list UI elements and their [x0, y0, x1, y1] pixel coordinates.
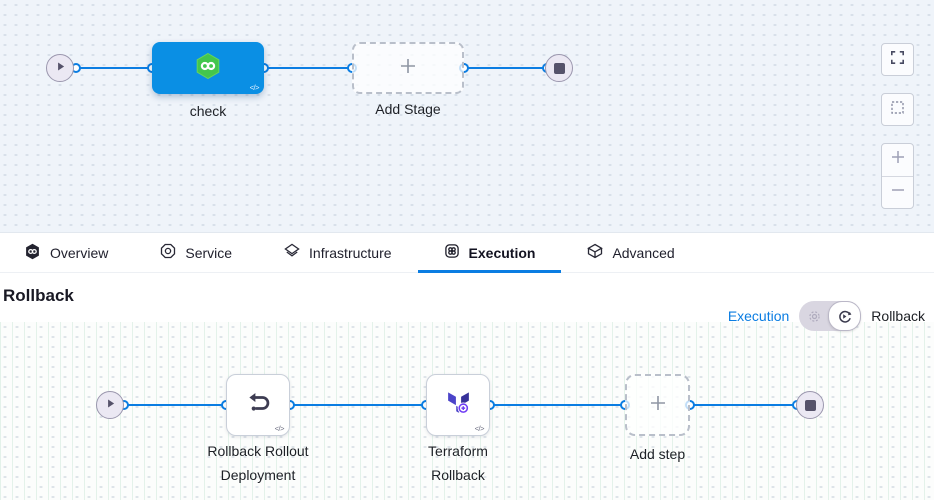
tab-label: Service [185, 244, 233, 261]
step-node-rollback-rollout[interactable]: </> [226, 374, 290, 436]
add-step-button[interactable] [625, 374, 690, 436]
zoom-out-icon [890, 182, 906, 203]
stage-node-check[interactable]: </> [152, 42, 264, 94]
tab-service[interactable]: Service [134, 233, 258, 272]
add-stage-button[interactable] [352, 42, 464, 94]
add-step-label: Add step [629, 446, 686, 462]
mode-toggle[interactable] [799, 301, 862, 331]
zoom-in-button[interactable] [882, 144, 913, 177]
tab-label: Infrastructure [309, 244, 392, 261]
panel-title: Rollback [3, 286, 74, 305]
plus-icon [648, 393, 668, 418]
stage-canvas[interactable]: </> check Add Stage [0, 0, 934, 232]
infrastructure-icon [284, 243, 300, 262]
step-label: Rollback Rollout Deployment [207, 443, 309, 483]
code-icon: </> [274, 424, 285, 433]
service-icon [160, 243, 176, 262]
execution-gear-icon [799, 301, 829, 331]
harness-stage-icon [193, 51, 223, 86]
pipeline-edge [71, 63, 157, 73]
tab-label: Execution [468, 244, 536, 261]
execution-rollback-switch: Execution Rollback [728, 301, 925, 331]
play-icon [105, 396, 116, 414]
pipeline-end-node[interactable] [545, 54, 573, 82]
play-icon [55, 59, 66, 77]
tab-execution[interactable]: Execution [417, 233, 562, 273]
plus-icon [398, 56, 418, 81]
rollback-start-node[interactable] [96, 391, 124, 419]
stop-icon [553, 62, 565, 74]
stage-config-tabs: Overview Service Infrastructure [0, 232, 934, 273]
pipeline-edge [285, 400, 431, 410]
tab-overview[interactable]: Overview [0, 233, 134, 272]
fullscreen-icon [890, 50, 905, 70]
rollback-execution-canvas[interactable]: </> Rollback Rollout Deployment </> Terr… [0, 322, 934, 500]
step-node-terraform-rollback[interactable]: </> [426, 374, 490, 436]
code-icon: </> [249, 83, 260, 92]
fullscreen-button[interactable] [881, 43, 914, 76]
pipeline-edge [459, 63, 552, 73]
advanced-icon [587, 243, 604, 262]
add-stage-label: Add Stage [375, 101, 441, 117]
pipeline-edge [485, 400, 630, 410]
rollback-mode-label: Rollback [871, 308, 925, 324]
fit-selection-button[interactable] [881, 93, 914, 126]
zoom-controls [881, 143, 914, 209]
pipeline-edge [119, 400, 231, 410]
fit-selection-icon [890, 100, 905, 120]
zoom-out-button[interactable] [882, 177, 913, 209]
harness-logo-icon [24, 243, 41, 263]
stage-label: check [189, 103, 227, 119]
tab-label: Advanced [612, 244, 675, 261]
tab-infrastructure[interactable]: Infrastructure [258, 233, 417, 272]
stop-icon [804, 399, 816, 411]
rollback-end-node[interactable] [796, 391, 824, 419]
step-label: Terraform Rollback [428, 443, 488, 483]
terraform-icon [445, 389, 472, 421]
rollback-step-icon [245, 389, 272, 421]
tab-label: Overview [50, 244, 109, 261]
execution-panel-header [0, 273, 934, 322]
pipeline-edge [259, 63, 357, 73]
rollback-toggle-thumb [828, 301, 862, 331]
execution-mode-link[interactable]: Execution [727, 308, 790, 324]
tab-advanced[interactable]: Advanced [561, 233, 700, 272]
code-icon: </> [474, 424, 485, 433]
pipeline-start-node[interactable] [46, 54, 74, 82]
execution-icon [444, 243, 460, 262]
pipeline-edge [685, 400, 802, 410]
zoom-in-icon [890, 149, 906, 170]
